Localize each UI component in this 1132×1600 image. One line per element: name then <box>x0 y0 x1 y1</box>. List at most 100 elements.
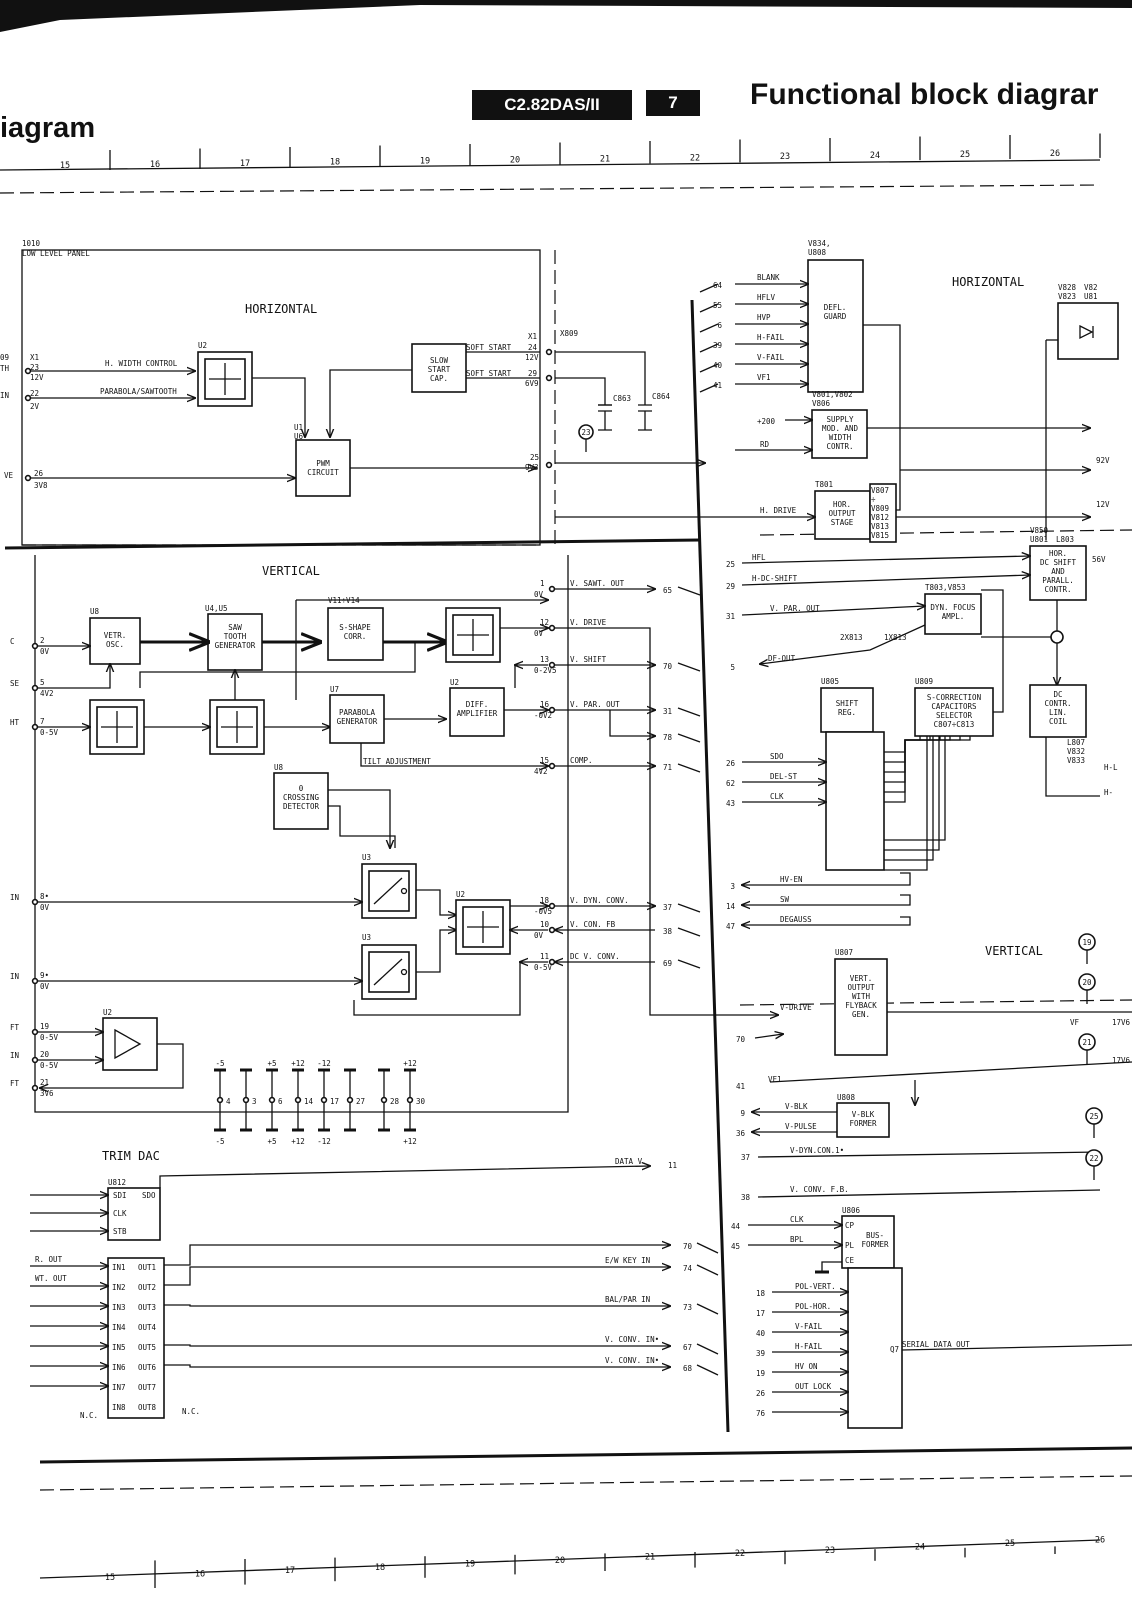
h-pin-name: VE <box>4 471 14 480</box>
ruler-bottom-number: 17 <box>285 1566 295 1576</box>
shift-in-label: SDO <box>770 752 784 761</box>
u3b-switch-blade <box>373 958 403 986</box>
bus-list-conn: 76 <box>756 1409 766 1418</box>
parabola-label: PARABOLA <box>339 708 376 717</box>
v-left-pin-volt: 4V2 <box>40 689 54 698</box>
dac-out-wire <box>164 1267 670 1286</box>
hor-dc-shift-block <box>1029 545 1087 601</box>
ruler-bottom-number: 21 <box>645 1553 655 1563</box>
supply-pin-number: 30 <box>416 1097 426 1106</box>
page-title-right: Functional block diagrar <box>750 78 1099 111</box>
shift-in-conn: 26 <box>726 759 736 768</box>
u812-output-pin: OUT8 <box>138 1403 157 1412</box>
supply-pin-circle <box>406 1096 414 1104</box>
u812-output-pin: OUT7 <box>138 1383 156 1392</box>
u3b-switch-contact <box>400 968 408 976</box>
u812-dac-block <box>107 1257 165 1419</box>
u8-ref: U8 <box>90 607 100 616</box>
u3a-switch-inner <box>368 870 410 912</box>
v-left-pin-volt: 0-5V <box>40 1033 59 1042</box>
h-pin-x1: X1 <box>30 353 39 362</box>
slow-start-label: START <box>428 365 451 374</box>
v-right-pin <box>548 624 556 632</box>
section-trim-dac: TRIM DAC <box>102 1149 160 1163</box>
u7-ref: U7 <box>330 685 339 694</box>
u3a-switch-contact <box>400 887 408 895</box>
dac-conn-tick <box>696 1343 719 1355</box>
vblk-former-label: V-BLK <box>852 1110 875 1119</box>
v-right-pin-number: 16 <box>540 700 550 709</box>
v-left-pin-volt: 0V <box>40 903 50 912</box>
h-l-label: H-L <box>1104 763 1118 772</box>
u3b-switch-inner <box>368 951 410 993</box>
ruler-top-number: 26 <box>1050 149 1060 159</box>
supply-pin-bottom: -5 <box>215 1137 224 1146</box>
bus-in-conn: 45 <box>731 1242 740 1251</box>
ruler-bottom-number: 24 <box>915 1542 925 1552</box>
diode-block <box>1057 302 1119 360</box>
u812-output-pin: OUT2 <box>138 1283 156 1292</box>
tilt-label: TILT ADJUSTMENT <box>363 757 431 766</box>
l807-ref: L807 <box>1067 738 1085 747</box>
ruler-bottom-number: 26 <box>1095 1536 1105 1546</box>
vblk-conn: 9 <box>740 1109 745 1118</box>
dac-out-wire <box>164 1365 670 1367</box>
bus-list-conn: 17 <box>756 1309 765 1318</box>
h-pin: 23 <box>30 363 39 372</box>
u812-ref: U812 <box>108 1178 126 1187</box>
v-right-pin <box>548 661 556 669</box>
shift-to-scorr-bus <box>884 736 961 793</box>
h-pin-name: 09 <box>0 353 9 362</box>
marker-number: 22 <box>1089 1154 1098 1163</box>
ruler-bottom-number: 22 <box>735 1549 745 1559</box>
dac-conn-tick <box>696 1364 719 1376</box>
bus-former-label: FORMER <box>861 1240 889 1249</box>
hor-out-label: STAGE <box>831 518 854 527</box>
ft21-wire <box>40 1043 184 1088</box>
scorr-label: SELECTOR <box>936 711 973 720</box>
l807-ref: V832 <box>1067 747 1085 756</box>
supply-pin-bottom: -12 <box>317 1137 331 1146</box>
ruler-top-number: 15 <box>60 161 70 171</box>
h-drive-label: H. DRIVE <box>760 506 797 515</box>
dyn-focus-label: DYN. FOCUS <box>930 603 976 612</box>
u2-diff-ref: U2 <box>450 678 459 687</box>
marker-23: 23 <box>581 428 590 437</box>
v-right-conn-tick <box>677 586 701 596</box>
u812-left-pin: SDI <box>113 1191 127 1200</box>
v92-label: 92V <box>1096 456 1110 465</box>
hor-dc-ref: V850 <box>1030 526 1049 535</box>
dac-out-label: BAL/PAR IN <box>605 1295 650 1304</box>
v-right-pin-volt: 0-5V <box>534 963 553 972</box>
ruler-top-number: 18 <box>330 158 340 168</box>
dyn-focus-ref: T803,V853 <box>925 583 966 592</box>
bus-list-label: POL-HOR. <box>795 1302 831 1311</box>
dac-out-conn: 74 <box>683 1264 693 1273</box>
hor-out-label: OUTPUT <box>828 509 856 518</box>
dac-out-wire <box>164 1345 670 1346</box>
x1-pin: 29 <box>528 369 537 378</box>
df-out-wire <box>760 624 926 664</box>
u812-input-pin: IN2 <box>112 1283 126 1292</box>
u3a-ref: U3 <box>362 853 371 862</box>
u812-left-pin: CLK <box>113 1209 127 1218</box>
dc-contr-label: COIL <box>1049 717 1068 726</box>
bus-in-conn: 44 <box>731 1222 741 1231</box>
zero-crossing-block <box>273 772 329 830</box>
panel-name: LOW LEVEL PANEL <box>22 249 90 258</box>
h-left-pin <box>24 367 32 375</box>
u812-output-pin: OUT1 <box>138 1263 156 1272</box>
shift-reg-block <box>820 687 874 733</box>
hor-dc-label: PARALL. <box>1042 576 1074 585</box>
diff-amp-label: AMPLIFIER <box>457 709 498 718</box>
bus-pin: CP <box>845 1221 855 1230</box>
status-label: SW <box>780 895 790 904</box>
v-left-pin-name: FT <box>10 1079 20 1088</box>
ce-ground <box>821 1261 842 1272</box>
shift-reg-label: SHIFT <box>836 699 859 708</box>
v-right-connector: 31 <box>663 707 672 716</box>
dac-out-wire <box>164 1305 670 1306</box>
guard-conn-tick <box>699 283 719 293</box>
dac-out-conn: 68 <box>683 1364 693 1373</box>
v-left-pin-number: 20 <box>40 1050 50 1059</box>
